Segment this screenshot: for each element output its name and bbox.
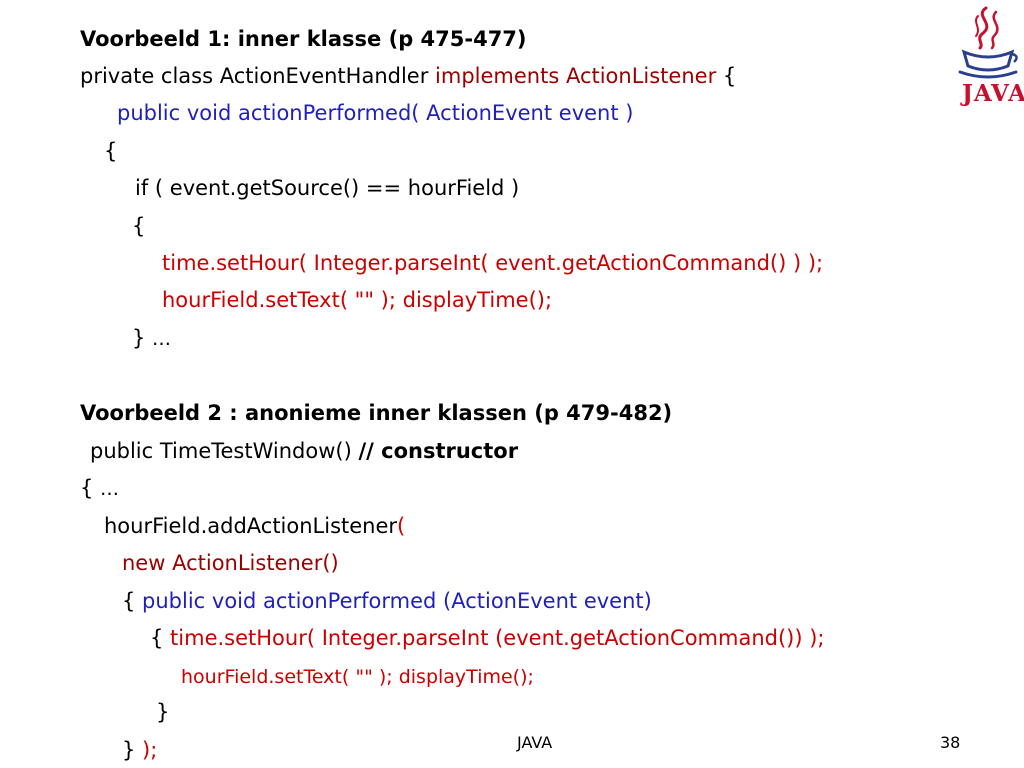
example2-method-close-brace: } [156,700,170,724]
constructor-decl: public TimeTestWindow() [90,439,359,463]
example2-set-hour-line: { time.setHour( Integer.parseInt (event.… [150,624,825,652]
inner-open-brace: { [122,589,143,613]
class-decl-text: private class ActionEventHandler [80,64,436,88]
example1-method-declaration: public void actionPerformed( ActionEvent… [117,101,634,125]
implements-clause: implements ActionListener [435,64,717,88]
close-brace: } [132,326,153,350]
example2-end: } ); [122,736,157,764]
java-logo-text: JAVA [962,80,1024,107]
class-open-brace: { [716,64,737,88]
example1-method-open-brace: { [104,139,118,163]
example1-close-brace: } … [132,324,171,353]
java-logo [952,2,1024,114]
java-coffee-cup-icon [958,6,1018,79]
example2-add-listener: hourField.addActionListener( [104,512,405,540]
set-hour-statement: time.setHour( Integer.parseInt (event.ge… [170,626,825,650]
example2-new-listener: new ActionListener() [122,551,339,575]
example1-set-hour-statement: time.setHour( Integer.parseInt( event.ge… [162,251,824,275]
add-listener-call: hourField.addActionListener [104,514,398,538]
method-open-brace: { [150,626,171,650]
example1-set-text-statement: hourField.setText( "" ); displayTime(); [162,288,553,312]
end-brace: } [122,738,143,762]
ellipsis: … [152,328,172,350]
example1-if-open-brace: { [132,214,146,238]
end-paren: ); [142,738,158,762]
footer-title: JAVA [517,733,553,752]
example2-set-text-statement: hourField.setText( "" ); displayTime(); [181,666,534,688]
example1-class-declaration: private class ActionEventHandler impleme… [80,62,736,90]
inner-method-declaration: public void actionPerformed (ActionEvent… [142,589,652,613]
page-number: 38 [940,733,961,752]
open-paren: ( [397,514,406,538]
example2-inner-method: { public void actionPerformed (ActionEve… [122,587,652,615]
constructor-comment: // constructor [358,439,519,463]
example2-heading: Voorbeeld 2 : anonieme inner klassen (p … [80,401,673,425]
example1-if-statement: if ( event.getSource() == hourField ) [135,176,520,200]
example2-constructor: public TimeTestWindow() // constructor [90,437,518,465]
ellipsis: … [100,478,120,500]
example2-open-brace: { … [80,474,119,503]
open-brace: { [80,476,101,500]
example1-heading: Voorbeeld 1: inner klasse (p 475-477) [80,27,527,51]
